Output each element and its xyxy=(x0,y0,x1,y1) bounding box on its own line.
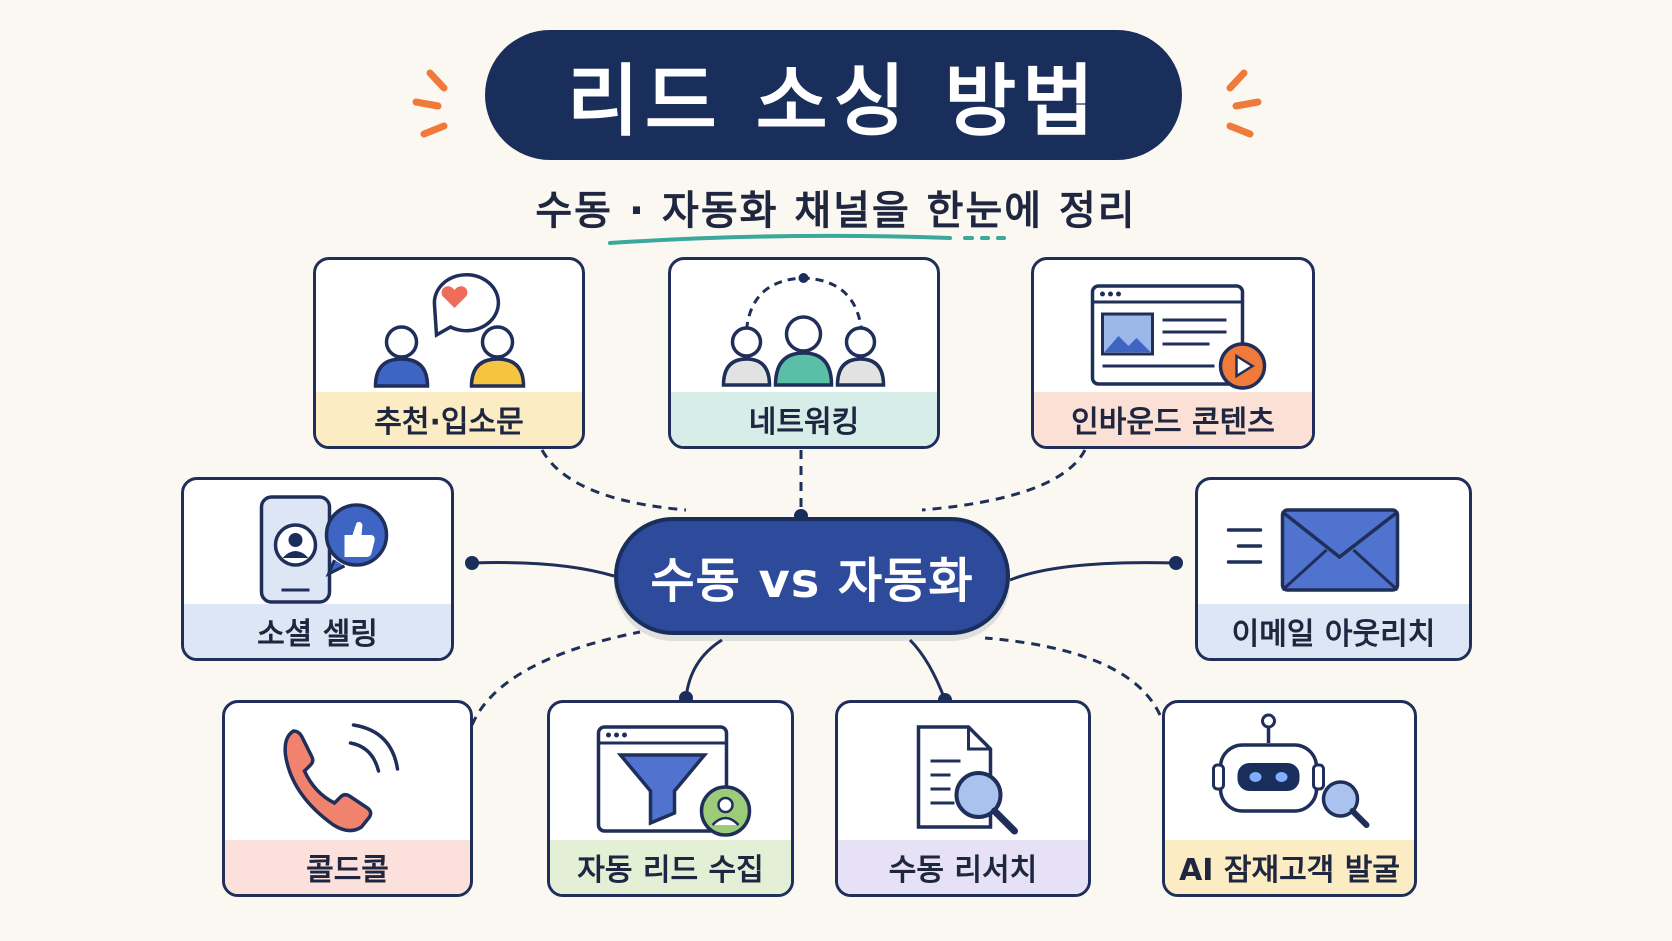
subtitle-underline xyxy=(608,233,1006,245)
card-referral-label: 추천·입소문 xyxy=(316,392,582,446)
card-email-label: 이메일 아웃리치 xyxy=(1198,604,1469,658)
funnel-browser-icon xyxy=(596,725,752,837)
card-inbound-label: 인바운드 콘텐츠 xyxy=(1034,392,1312,446)
connector-coldcall xyxy=(470,630,641,726)
center-node: 수동 vs 자동화 xyxy=(614,517,1010,635)
card-social: 소셜 셀링 xyxy=(181,477,454,661)
card-referral: 추천·입소문 xyxy=(313,257,585,449)
card-networking-label: 네트워킹 xyxy=(671,392,937,446)
card-ai-label: AI 잠재고객 발굴 xyxy=(1165,840,1414,894)
connector-social xyxy=(471,561,615,578)
page-title: 리드 소싱 방법 xyxy=(567,57,1100,147)
robot-search-icon xyxy=(1212,713,1370,828)
connector-ai xyxy=(984,636,1162,716)
card-ai: AI 잠재고객 발굴 xyxy=(1162,700,1417,897)
connector-research xyxy=(908,638,947,701)
web-content-video-icon xyxy=(1090,284,1267,390)
center-node-label: 수동 vs 자동화 xyxy=(650,553,974,609)
connector-referral xyxy=(540,449,687,512)
phone-call-icon xyxy=(283,723,400,833)
email-envelope-icon xyxy=(1226,508,1400,592)
sparkle-right-icon xyxy=(1226,69,1262,138)
connector-lines xyxy=(470,449,1177,726)
card-research: 수동 리서치 xyxy=(835,700,1091,897)
connector-inbound xyxy=(921,449,1087,512)
document-search-icon xyxy=(916,725,1018,835)
card-email: 이메일 아웃리치 xyxy=(1195,477,1472,661)
card-inbound: 인바운드 콘텐츠 xyxy=(1031,257,1315,449)
card-coldcall-label: 콜드콜 xyxy=(225,840,470,894)
sparkle-left-icon xyxy=(412,69,448,138)
card-autolead-label: 자동 리드 수집 xyxy=(550,840,791,894)
title-banner: 리드 소싱 방법 xyxy=(485,30,1182,160)
connector-email xyxy=(1009,561,1177,582)
network-people-icon xyxy=(721,273,886,387)
card-social-label: 소셜 셀링 xyxy=(184,604,451,658)
phone-like-icon xyxy=(259,495,389,604)
page-subtitle: 수동 · 자동화 채널을 한눈에 정리 xyxy=(535,188,1137,234)
referral-chat-heart-icon xyxy=(373,273,526,388)
card-research-label: 수동 리서치 xyxy=(838,840,1088,894)
connector-autolead xyxy=(684,638,723,699)
card-autolead: 자동 리드 수집 xyxy=(547,700,794,897)
card-coldcall: 콜드콜 xyxy=(222,700,473,897)
card-networking: 네트워킹 xyxy=(668,257,940,449)
